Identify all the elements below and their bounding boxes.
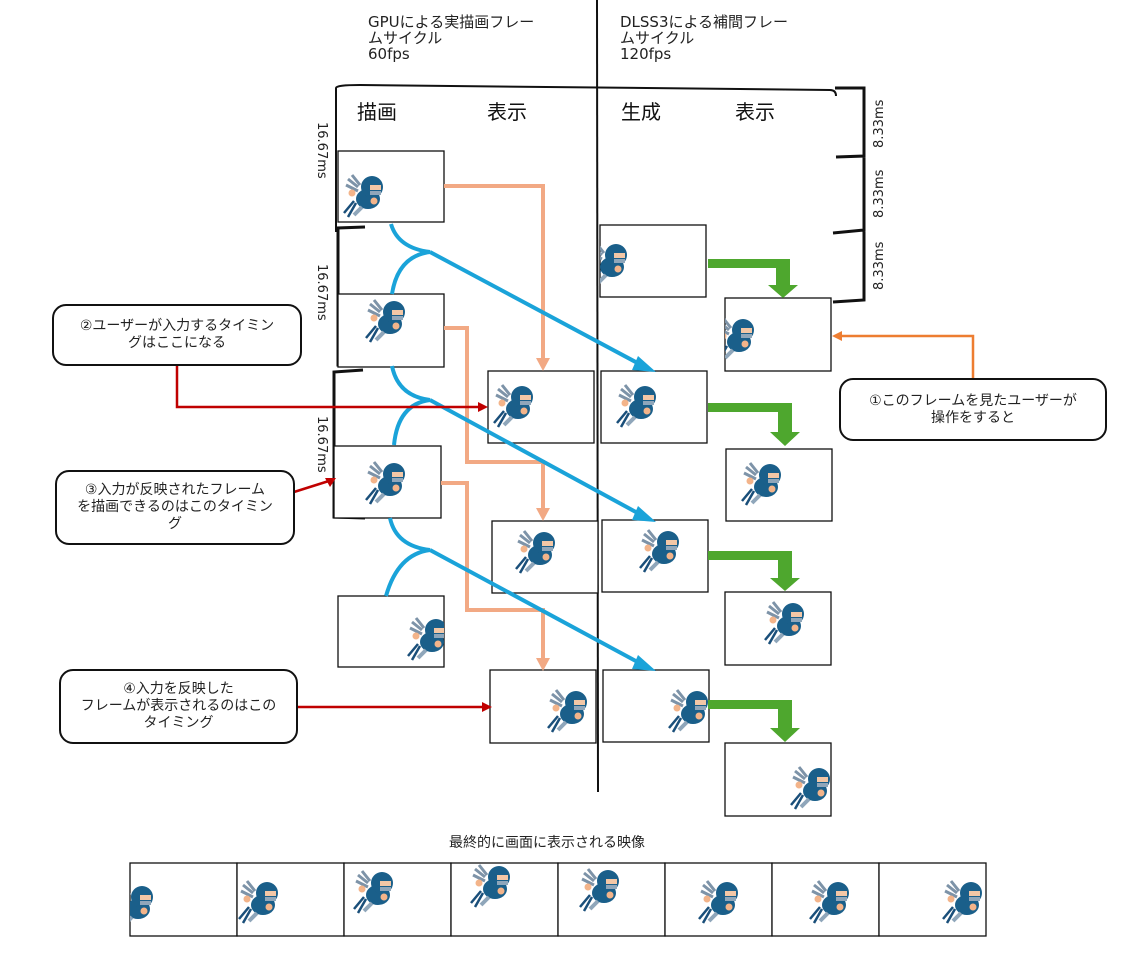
- gpu-display-frame: [489, 669, 597, 744]
- gpu-draw-frame: [337, 293, 445, 368]
- dlss-display-frame: [724, 297, 832, 372]
- gpu-draw-frame: [337, 150, 445, 223]
- callout-1-user-sees-frame: ①このフレームを見たユーザーが 操作をすると: [839, 378, 1107, 441]
- dlss-generated-frame: [601, 519, 709, 593]
- user-input-arrow: [832, 331, 975, 378]
- callout-arrows: [175, 366, 484, 709]
- interpolation-arrows: [384, 223, 646, 668]
- dlss-generated-frame: [600, 370, 708, 444]
- gpu-draw-frame: [333, 445, 442, 519]
- dlss-interval-label: 8.33ms: [872, 241, 887, 290]
- dlss-bracket: [832, 86, 866, 304]
- final-output-frame: [450, 862, 559, 937]
- header-frame: [335, 83, 837, 232]
- dlss-interval-label: 8.33ms: [872, 169, 887, 218]
- final-output-frame: [129, 862, 238, 937]
- dlss-display-frame: [725, 448, 833, 522]
- callout-4-display-timing: ④入力を反映した フレームが表示されるのはこの タイミング: [59, 669, 298, 744]
- gpu-display-frame: [487, 370, 595, 444]
- final-output-frame: [771, 862, 880, 937]
- gpu-draw-frame: [337, 595, 445, 668]
- gpu-display-arrows: [441, 184, 545, 660]
- dlss-generated-frame: [599, 224, 707, 298]
- center-divider: [596, 0, 599, 793]
- column-display-dlss: 表示: [735, 100, 775, 124]
- column-generate: 生成: [621, 100, 661, 124]
- callout-3-render-timing: ③入力が反映されたフレーム を描画できるのはこのタイミン グ: [55, 470, 295, 545]
- dlss-interval-label: 8.33ms: [872, 99, 887, 148]
- dlss-cycle-header: DLSS3による補間フレー ムサイクル 120fps: [620, 13, 789, 63]
- dlss-display-arrows: [708, 259, 800, 742]
- gpu-display-frame: [491, 520, 599, 594]
- dlss-display-frame: [724, 591, 832, 666]
- gpu-display-arrow-3: [441, 481, 545, 660]
- callout-3-arrow: [293, 478, 333, 494]
- final-output-frame: [343, 862, 452, 937]
- gpu-cycle-header: GPUによる実描画フレー ムサイクル 60fps: [368, 13, 535, 63]
- callout-2-arrow: [175, 366, 480, 409]
- gpu-interval-label: 16.67ms: [314, 122, 329, 179]
- final-output-frame: [664, 862, 773, 937]
- gpu-display-arrowheads: [536, 358, 550, 671]
- final-output-frame: [878, 862, 987, 937]
- dlss-display-frame: [724, 742, 832, 817]
- callout-2-input-timing: ②ユーザーが入力するタイミン グはここになる: [52, 304, 302, 366]
- dlss-generated-frame: [602, 669, 710, 743]
- final-output-frame: [557, 862, 666, 937]
- gpu-display-arrow-1: [444, 184, 545, 360]
- column-draw: 描画: [357, 100, 397, 124]
- gpu-display-arrow-2: [444, 326, 545, 510]
- gpu-interval-label: 16.67ms: [314, 416, 329, 473]
- final-output-frame: [236, 862, 345, 937]
- interpolation-arrowheads: [632, 356, 656, 671]
- final-output-caption: 最終的に画面に表示される映像: [449, 835, 645, 851]
- callout-arrowheads: [325, 402, 492, 712]
- gpu-interval-label: 16.67ms: [314, 264, 329, 321]
- column-display-gpu: 表示: [487, 100, 527, 124]
